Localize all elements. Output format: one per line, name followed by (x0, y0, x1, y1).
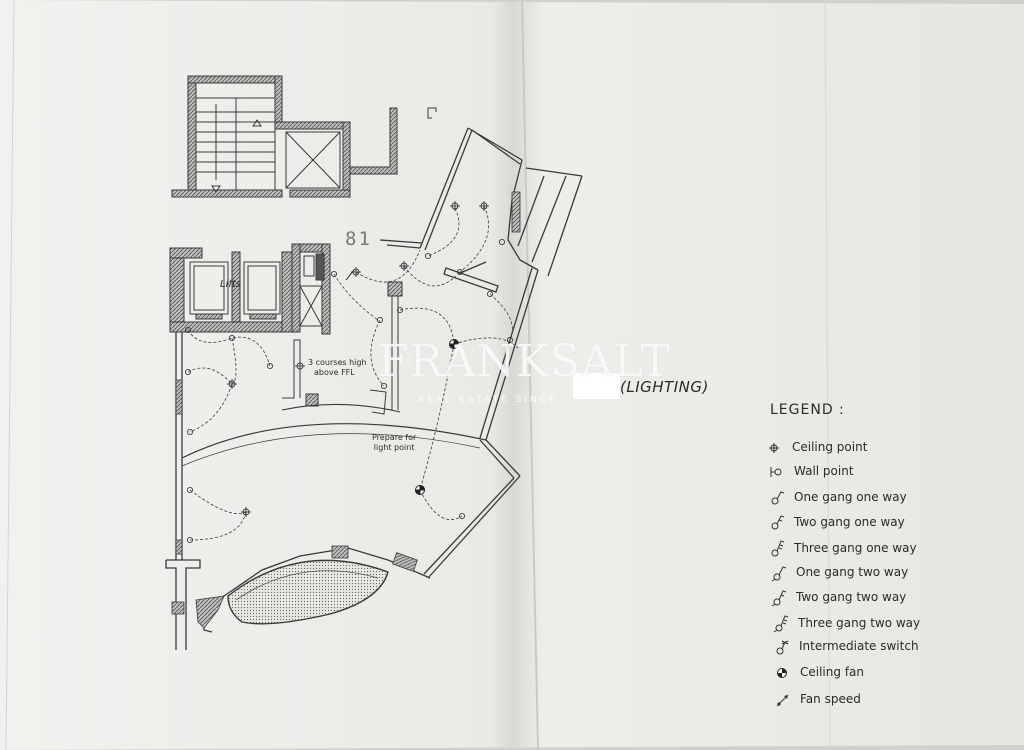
legend-item-label: Two gang two way (796, 590, 907, 604)
interior-partitions (181, 281, 487, 467)
ceiling-point-marker (399, 261, 409, 271)
legend-item-label: Wall point (794, 464, 854, 478)
wiring-runs (187, 205, 519, 541)
ceiling-point-marker (241, 507, 251, 517)
three-gang-one-way-icon (771, 540, 785, 557)
ceiling-point-marker (479, 201, 489, 211)
prepare-note-line2: light point (373, 443, 415, 452)
legend-title: LEGEND : (770, 402, 845, 418)
courses-note: 3 courses high above FFL (308, 358, 367, 378)
prepare-note: Prepare for light point (372, 433, 416, 453)
ceiling-fans (345, 269, 460, 496)
ceiling-point-icon (769, 443, 779, 453)
one-gang-two-way-icon (771, 566, 787, 582)
legend-item-label: Two gang one way (794, 515, 905, 529)
one-gang-one-way-icon (771, 491, 785, 505)
redaction-box (573, 373, 620, 399)
level-number: 81 (345, 228, 372, 250)
two-gang-two-way-icon (771, 590, 787, 607)
legend-item-label: Ceiling fan (800, 665, 864, 679)
service-shaft (274, 107, 437, 198)
shaded-feature (227, 559, 389, 625)
legend-item-label: Fan speed (800, 692, 861, 706)
two-gang-one-way-icon (771, 515, 785, 530)
wall-point-icon (770, 467, 782, 477)
prepare-note-line1: Prepare for (372, 433, 417, 442)
lift-shafts (169, 247, 295, 333)
drawing-title: (LIGHTING) (620, 378, 709, 396)
legend-item-label: One gang one way (794, 490, 907, 504)
ceiling-point-marker (450, 201, 460, 211)
three-gang-two-way-icon (773, 615, 789, 633)
courses-note-line2: above FFL (314, 368, 355, 377)
watermark-tagline: REAL ESTATE SINCE (418, 395, 558, 405)
fan-speed-icon (776, 694, 789, 707)
legend-item-label: Three gang two way (798, 616, 921, 630)
legend-item-label: Intermediate switch (799, 639, 919, 653)
lifts-label: Lifts (220, 279, 242, 290)
ceiling-fan-icon (777, 668, 787, 678)
light-points (184, 201, 514, 544)
ceiling-fan-marker (414, 484, 426, 496)
main-floor-outline (165, 127, 583, 650)
legend-item-label: Ceiling point (792, 440, 868, 454)
intermediate-switch-icon (776, 640, 789, 655)
watermark-brand: FRANKSALT (378, 336, 671, 387)
ceiling-point-marker (295, 361, 305, 371)
ceiling-fan-marker (448, 338, 460, 350)
legend-item-label: One gang two way (796, 565, 909, 579)
ceiling-point-marker (227, 379, 237, 389)
courses-note-line1: 3 courses high (308, 358, 367, 367)
riser-cupboard (291, 243, 331, 335)
legend-item-label: Three gang one way (794, 541, 917, 555)
